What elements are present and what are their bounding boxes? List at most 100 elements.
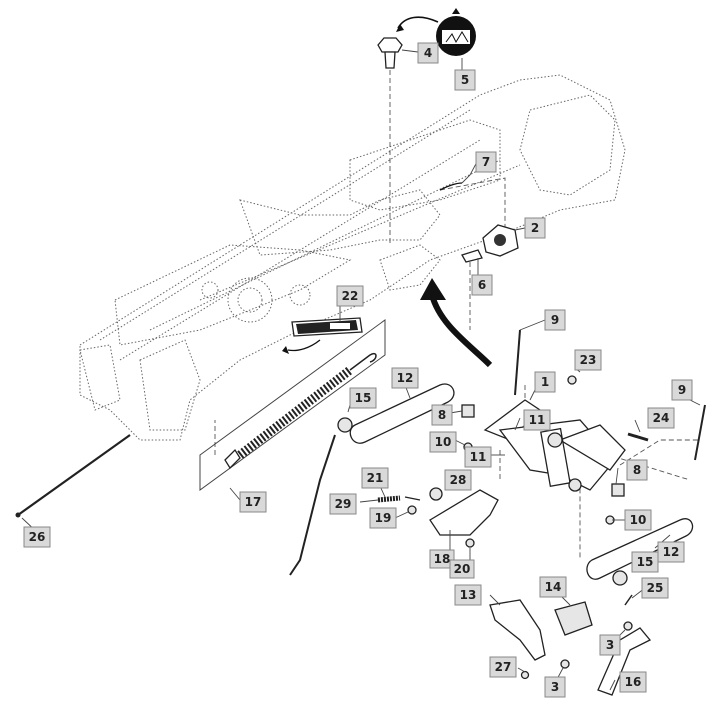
callout-number: 9 [678, 383, 686, 397]
bracket-plate [291, 317, 363, 337]
bolt-24 [627, 432, 649, 442]
clip-8-right [611, 483, 625, 497]
callout-11-lower: 11 [464, 446, 492, 468]
bushing-15-lower [612, 570, 628, 586]
decal-badge [436, 8, 476, 56]
callout-box [454, 584, 482, 606]
clip-part [439, 182, 463, 191]
callout-box [539, 576, 567, 598]
callout-number: 4 [424, 46, 432, 60]
callout-box [431, 404, 453, 426]
callout-24: 24 [647, 407, 675, 429]
callout-number: 3 [551, 680, 559, 694]
callout-number: 1 [541, 375, 549, 389]
pedal-arm-13 [489, 599, 546, 661]
callout-29: 29 [329, 493, 357, 515]
callout-number: 14 [545, 580, 562, 594]
pedal-shaft-assembly [483, 399, 626, 492]
bolt-19 [407, 505, 417, 515]
callout-3-lower: 3 [544, 676, 566, 698]
callout-18: 18 [429, 549, 455, 569]
callout-box [475, 151, 497, 173]
callout-10-right: 10 [624, 509, 652, 531]
callout-number: 23 [580, 353, 597, 367]
callout-box [626, 459, 648, 481]
direction-arrow [429, 294, 493, 368]
long-rod [17, 434, 131, 516]
callout-box [471, 274, 493, 296]
rotate-arrow [397, 16, 439, 29]
callout-28: 28 [444, 469, 472, 491]
callout-number: 10 [630, 513, 647, 527]
callout-10-left: 10 [429, 431, 457, 453]
callout-box [489, 656, 517, 678]
callout-box [417, 42, 439, 64]
callout-box [329, 493, 357, 515]
callout-19: 19 [369, 507, 397, 529]
callout-box [534, 371, 556, 393]
callout-7: 7 [475, 151, 497, 173]
callout-box [429, 431, 457, 453]
callout-box [239, 491, 267, 513]
nut-3-upper [623, 621, 633, 631]
direction-arrow-head [420, 278, 446, 300]
callout-box [641, 577, 669, 599]
nut-27 [520, 670, 530, 680]
callout-box [624, 509, 652, 531]
callout-number: 15 [637, 555, 654, 569]
callout-25: 25 [641, 577, 669, 599]
callout-8-left: 8 [431, 404, 453, 426]
callout-number: 19 [375, 511, 392, 525]
callout-box [23, 526, 51, 548]
callout-box [444, 469, 472, 491]
callout-6: 6 [471, 274, 493, 296]
callout-box [391, 367, 419, 389]
arm-lower [586, 518, 694, 580]
callout-number: 21 [367, 471, 384, 485]
callout-labels: 1 2 3 3 4 5 6 7 8 8 9 9 10 10 11 11 12 1… [23, 42, 693, 698]
callout-16: 16 [619, 671, 647, 693]
callout-number: 29 [335, 497, 352, 511]
callout-number: 28 [450, 473, 467, 487]
callout-number: 12 [663, 545, 680, 559]
callout-20: 20 [449, 559, 475, 579]
bolt-9-left [514, 329, 521, 396]
callout-box [464, 446, 492, 468]
callout-box [574, 349, 602, 371]
callout-14: 14 [539, 576, 567, 598]
callout-11-upper: 11 [523, 409, 551, 431]
callout-number: 16 [625, 675, 642, 689]
callout-box [599, 634, 621, 656]
callout-8-right: 8 [626, 459, 648, 481]
callout-box [544, 676, 566, 698]
callout-number: 8 [438, 408, 446, 422]
small-spring [377, 495, 401, 503]
callout-number: 5 [461, 73, 469, 87]
callout-number: 12 [397, 371, 414, 385]
callout-number: 6 [478, 278, 486, 292]
slide-arrow [287, 339, 321, 352]
tractor-frame-outline [79, 74, 626, 441]
callout-number: 7 [482, 155, 490, 169]
callout-3-upper: 3 [599, 634, 621, 656]
callout-15-lower: 15 [631, 551, 659, 573]
pedal-pad-14 [554, 601, 593, 636]
callout-number: 10 [435, 435, 452, 449]
clip-8-left [461, 404, 475, 418]
callout-number: 11 [529, 413, 546, 427]
callout-box [336, 285, 364, 307]
nut-3-lower [560, 659, 570, 669]
callout-box [671, 379, 693, 401]
callout-number: 9 [551, 313, 559, 327]
callout-number: 2 [531, 221, 539, 235]
callout-26: 26 [23, 526, 51, 548]
callout-number: 22 [342, 289, 359, 303]
callout-number: 18 [434, 552, 451, 566]
rod-end [15, 512, 21, 518]
callout-box [449, 559, 475, 579]
bolt-9-right [694, 404, 706, 461]
callout-number: 24 [653, 411, 670, 425]
spring-panel [199, 319, 386, 491]
